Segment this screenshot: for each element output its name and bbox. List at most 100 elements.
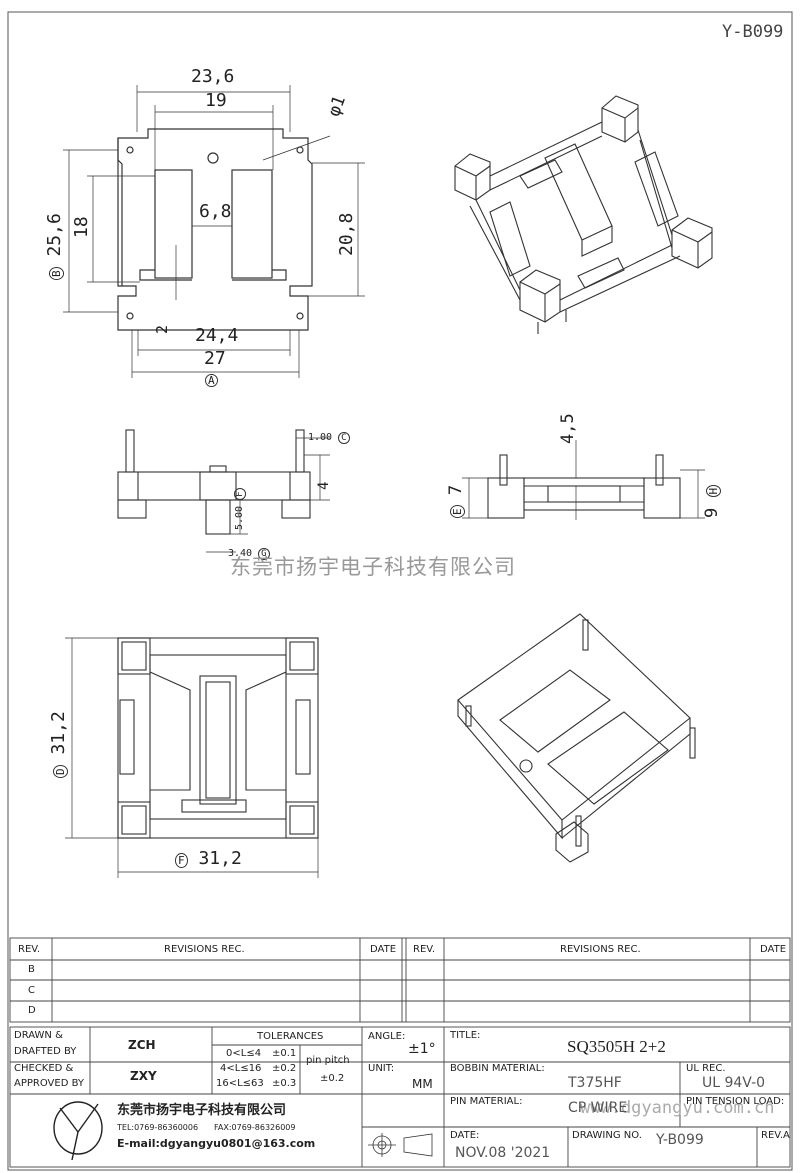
dim-27-tag: A — [205, 374, 218, 387]
company-tel: TEL:0769-86360006 — [117, 1123, 199, 1132]
pin-tension-label: PIN TENSION LOAD: — [686, 1096, 785, 1107]
bottom-view-dimensions — [65, 637, 319, 878]
dim-25-6: B 25,6 — [44, 213, 65, 280]
dim-4: 4 — [316, 481, 332, 490]
drawn-value: ZCH — [128, 1038, 156, 1052]
dim-5-00: 5.00 F — [234, 488, 246, 530]
ul-rec-value: UL 94V-0 — [702, 1075, 766, 1091]
checked-label: CHECKED & — [14, 1063, 74, 1074]
pin-material-label: PIN MATERIAL: — [450, 1096, 523, 1107]
rev-row-c: C — [28, 985, 35, 996]
ul-rec-label: UL REC. — [686, 1063, 726, 1074]
pin-material-value: CP WIRE — [568, 1100, 628, 1116]
iso-view-top — [454, 95, 713, 334]
tol-range-2: 4<L≤16 — [220, 1063, 262, 1074]
company-name: 东莞市扬宇电子科技有限公司 — [117, 1103, 287, 1118]
dim-1-00-tag: C — [338, 432, 350, 444]
side-view-dimensions — [206, 437, 330, 553]
date-label: DATE: — [450, 1130, 480, 1141]
date-value: NOV.08 '2021 — [455, 1145, 551, 1161]
dim-6-8: 6,8 — [199, 201, 232, 222]
projection-symbol — [368, 1133, 433, 1157]
tol-value-3: ±0.3 — [272, 1078, 297, 1089]
dim-24-4: 24,4 — [195, 325, 239, 346]
dim-31-2-horizontal-value: 31,2 — [198, 848, 242, 869]
title-block-grid — [9, 1026, 791, 1168]
dim-18: 18 — [71, 216, 92, 238]
approved-label: APPROVED BY — [14, 1078, 85, 1089]
title-label: TITLE: — [450, 1030, 481, 1041]
dim-7-tag: E — [450, 505, 465, 518]
tol-value-1: ±0.1 — [272, 1048, 297, 1059]
dim-3-40-value: 3.40 — [228, 548, 253, 559]
pin-pitch-value: ±0.2 — [320, 1073, 345, 1084]
company-logo — [53, 1101, 103, 1161]
rev-row-d: D — [28, 1005, 36, 1016]
dim-1-00-value: 1.00 — [308, 432, 333, 443]
front-view — [487, 454, 681, 519]
front-view-dimensions — [462, 440, 705, 520]
dim-3-40-tag: G — [258, 548, 270, 560]
dim-2: 2 — [153, 324, 171, 334]
checked-value: ZXY — [130, 1069, 157, 1083]
drafted-label: DRAFTED BY — [14, 1046, 77, 1057]
rec-col-header-right: REVISIONS REC. — [560, 944, 641, 955]
pin-pitch-label: pin pitch — [306, 1055, 350, 1066]
watermark-url: www.dgyangyu.com.cn — [580, 1098, 775, 1118]
dim-31-2-vertical-tag: D — [53, 765, 68, 778]
dim-25-6-value: 25,6 — [44, 213, 65, 257]
unit-value: MM — [412, 1077, 433, 1091]
dim-20-8: 20,8 — [336, 212, 357, 256]
dim-31-2-vertical-value: 31,2 — [48, 711, 69, 755]
drawn-label: DRAWN & — [14, 1030, 63, 1041]
dim-27: 27 — [204, 348, 226, 369]
rev-row-b: B — [28, 964, 35, 975]
top-view-dimensions — [63, 85, 365, 378]
tolerances-label: TOLERANCES — [257, 1031, 324, 1042]
part-code: Y-B099 — [722, 22, 784, 42]
date-col-header-right: DATE — [760, 944, 787, 955]
tol-range-1: 0<L≤4 — [226, 1048, 262, 1059]
dim-31-2-horizontal-tag: F — [175, 853, 188, 868]
date-col-header-left: DATE — [370, 944, 397, 955]
drawing-no-value: Y-B099 — [656, 1132, 704, 1148]
dim-31-2-horizontal: F 31,2 — [175, 850, 242, 868]
unit-label: UNIT: — [368, 1063, 395, 1074]
drawing-no-label: DRAWING NO. — [572, 1130, 642, 1141]
side-view — [117, 429, 311, 535]
dim-9-tag: H — [706, 484, 721, 498]
bobbin-material-label: BOBBIN MATERIAL: — [450, 1063, 545, 1074]
dim-4-5: 4,5 — [558, 413, 578, 444]
title-value: SQ3505H 2+2 — [567, 1037, 666, 1056]
dim-9-value: 9 — [702, 507, 722, 518]
dim-23-6: 23,6 — [191, 66, 235, 87]
dim-3-40: 3.40 G — [228, 548, 270, 560]
angle-value: ±1° — [408, 1041, 436, 1057]
watermark-text: 东莞市扬宇电子科技有限公司 — [230, 555, 516, 579]
iso-view-bottom — [457, 613, 696, 863]
rev-value: REV.A — [761, 1130, 790, 1141]
angle-label: ANGLE: — [368, 1031, 406, 1042]
dim-9: 9 H — [702, 484, 722, 518]
revisions-grid — [9, 937, 791, 1023]
bottom-view — [117, 637, 319, 839]
dim-5-00-tag: F — [234, 488, 246, 500]
dim-19: 19 — [205, 90, 227, 111]
rev-col-header-left: REV. — [18, 944, 40, 955]
company-email: E-mail:dgyangyu0801@163.com — [117, 1137, 316, 1150]
tol-range-3: 16<L≤63 — [216, 1078, 264, 1089]
top-view-outline — [117, 128, 313, 331]
tol-value-2: ±0.2 — [272, 1063, 297, 1074]
dim-5-00-value: 5.00 — [234, 505, 245, 530]
dim-7-value: 7 — [446, 484, 466, 496]
rec-col-header-left: REVISIONS REC. — [164, 944, 245, 955]
dim-1-00: 1.00 C — [308, 432, 350, 444]
dim-31-2-vertical: D 31,2 — [48, 711, 69, 778]
dim-25-6-tag: B — [49, 267, 64, 280]
bobbin-material-value: T375HF — [568, 1075, 622, 1091]
dim-7: E 7 — [446, 484, 466, 518]
rev-col-header-right: REV. — [413, 944, 435, 955]
company-fax: FAX:0769-86326009 — [214, 1123, 296, 1132]
